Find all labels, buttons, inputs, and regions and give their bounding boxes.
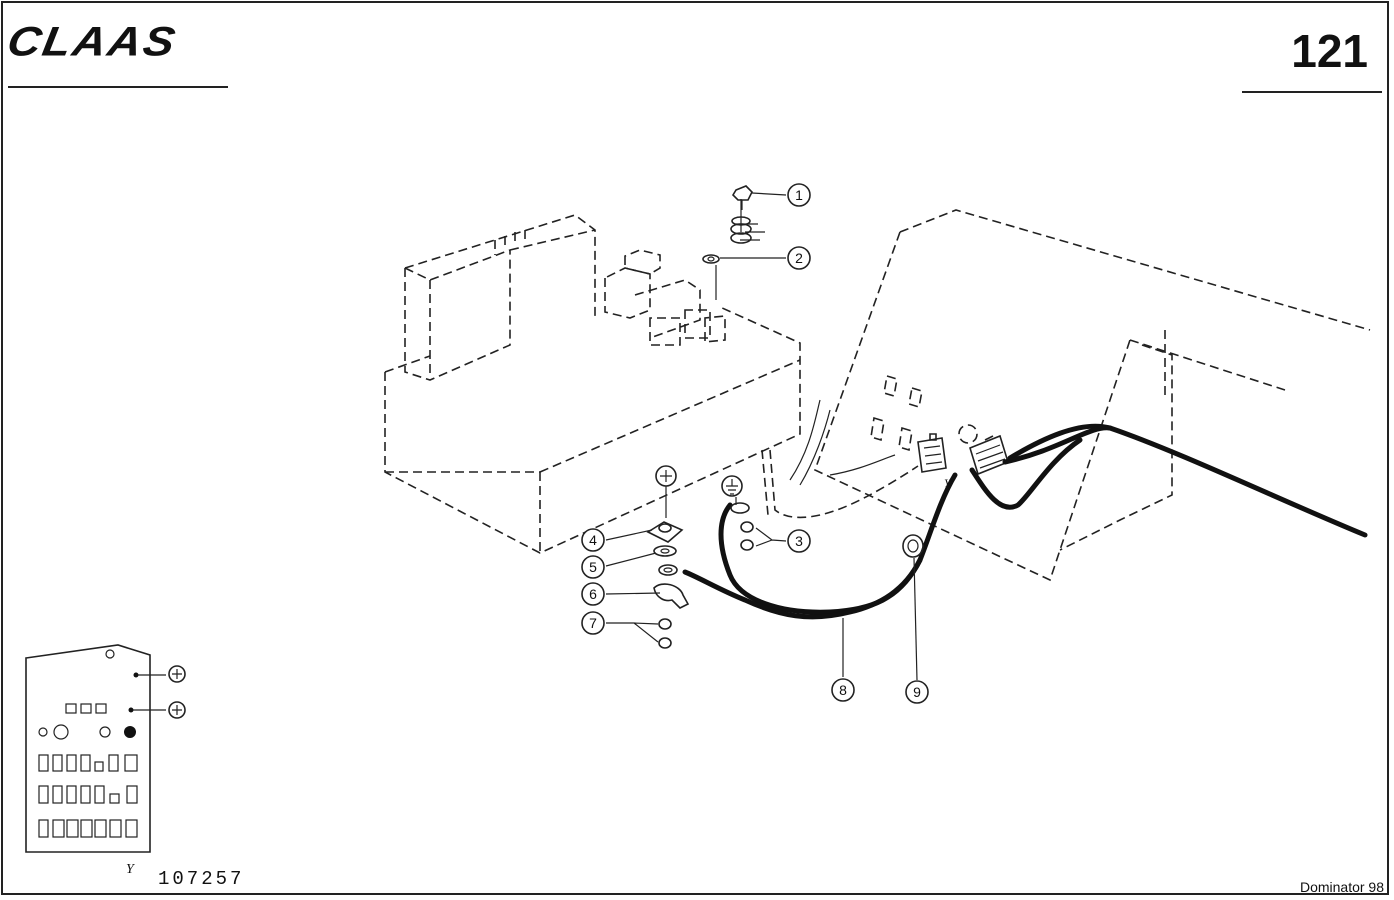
electrical-box <box>384 214 801 554</box>
callout-9: 9 <box>905 680 929 704</box>
callout-6: 6 <box>581 582 605 606</box>
svg-text:2: 2 <box>795 250 803 266</box>
ground-symbol <box>168 701 186 719</box>
svg-text:5: 5 <box>589 559 597 575</box>
svg-text:6: 6 <box>589 586 597 602</box>
brand-underline <box>8 86 228 88</box>
ground-symbol <box>655 465 677 487</box>
model-label: Dominator 98 <box>1299 879 1384 895</box>
callout-4: 4 <box>581 528 605 552</box>
ground-symbol <box>168 665 186 683</box>
svg-text:9: 9 <box>913 684 921 700</box>
hardware-screw-stack <box>702 185 753 300</box>
svg-text:8: 8 <box>839 682 847 698</box>
inset-view-marker-y: Y <box>126 862 134 877</box>
machine-panel <box>814 209 1371 582</box>
page-number: 121 <box>1291 25 1368 77</box>
inset-panel-view <box>25 644 186 853</box>
svg-text:4: 4 <box>589 532 597 548</box>
leader-lines <box>605 192 918 681</box>
svg-text:3: 3 <box>795 533 803 549</box>
drawing-number: 107257 <box>158 868 245 890</box>
callout-5: 5 <box>581 555 605 579</box>
cable-harness <box>682 399 1368 620</box>
svg-text:1: 1 <box>795 187 803 203</box>
plug-connector-right <box>969 434 1009 476</box>
ground-symbol <box>721 475 743 497</box>
callout-7: 7 <box>581 611 605 635</box>
page-number-underline <box>1242 91 1382 93</box>
callout-3: 3 <box>787 529 811 553</box>
callout-8: 8 <box>831 678 855 702</box>
plug-connector-left <box>917 433 947 473</box>
callout-1: 1 <box>787 183 811 207</box>
hardware-ground-bolt <box>646 502 754 649</box>
svg-text:7: 7 <box>589 615 597 631</box>
callout-2: 2 <box>787 246 811 270</box>
